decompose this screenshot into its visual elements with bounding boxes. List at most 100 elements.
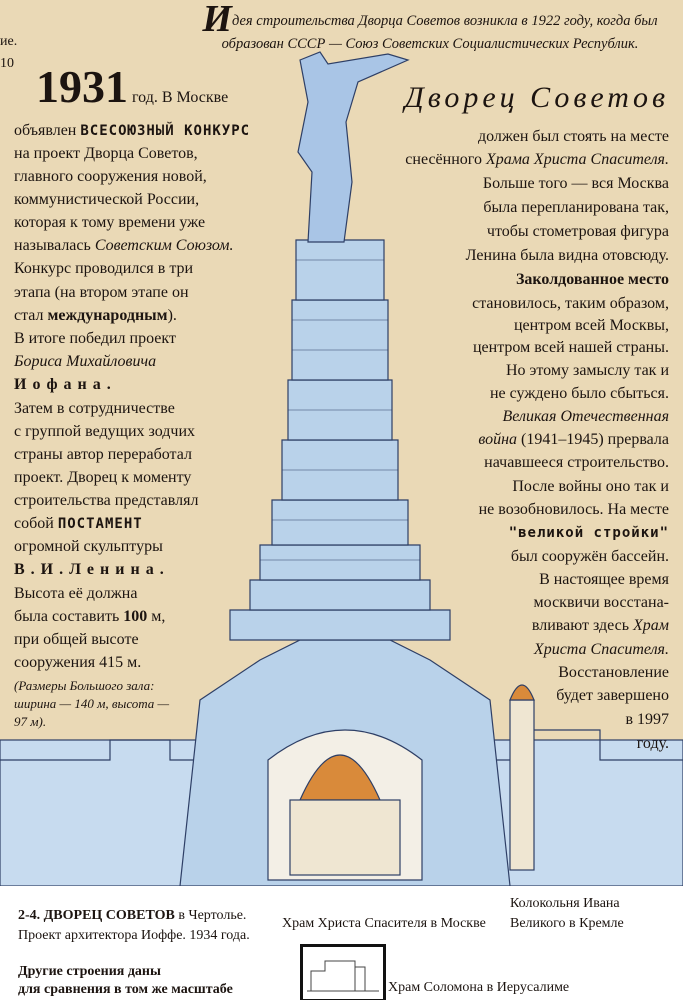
text-segment: чтобы стометровая фигура — [486, 223, 669, 240]
text-segment: "великой стройки" — [508, 525, 669, 541]
text-segment: называлась — [14, 237, 95, 254]
scale-note: Другие строения даны — [18, 964, 161, 979]
text-line: коммунистической России, — [14, 190, 199, 210]
text-segment: (Размеры Большого зала: — [14, 678, 155, 693]
text-line: объявлен ВСЕСОЮЗНЫЙ КОНКУРС — [14, 121, 250, 141]
tier — [271, 499, 409, 546]
text-line: будет завершено — [556, 686, 669, 706]
text-segment: В.И.Ленина. — [14, 561, 170, 578]
text-segment: После войны оно так и — [512, 478, 669, 495]
text-line: сооружения 415 м. — [14, 653, 141, 673]
text-line: начавшееся строительство. — [484, 453, 669, 473]
text-segment: стал — [14, 307, 48, 324]
intro-body: дея строительства Дворца Советов возникл… — [221, 13, 658, 52]
text-line: огромной скульптуры — [14, 537, 163, 557]
text-segment: Храма Христа Спасителя. — [485, 151, 669, 168]
solomon-temple-label: Храм Соломона в Иерусалиме — [388, 980, 570, 995]
text-line: строительства представлял — [14, 491, 198, 511]
text-line: была перепланирована так, — [483, 198, 669, 218]
tier — [229, 609, 451, 641]
text-segment: Затем в сотрудничестве — [14, 400, 175, 417]
text-line: ширина — 140 м, высота — — [14, 694, 169, 714]
text-segment: главного сооружения новой, — [14, 168, 207, 185]
text-segment: была перепланирована так, — [483, 199, 669, 216]
text-line: году. — [637, 734, 669, 754]
text-segment: ширина — 140 м, высота — — [14, 696, 170, 711]
figure-caption-line2: Проект архитектора Иоффе. 1934 года. — [18, 928, 250, 943]
text-segment: Ленина была видна отовсюду. — [465, 247, 669, 264]
text-segment: был сооружён бассейн. — [510, 548, 669, 565]
tier — [259, 544, 421, 581]
text-line: Ленина была видна отовсюду. — [466, 246, 669, 266]
text-line: Затем в сотрудничестве — [14, 399, 175, 419]
palace-of-soviets-illustration — [0, 51, 683, 886]
text-segment: строительства представлял — [14, 492, 199, 509]
figure-caption: в Чертолье. — [174, 908, 247, 923]
text-segment: проект. Дворец к моменту — [14, 469, 192, 486]
text-segment: Высота её должна — [14, 585, 138, 602]
text-line: "великой стройки" — [509, 523, 669, 543]
scale-note-line2: для сравнения в том же масштабе — [18, 982, 233, 997]
temple-label: Храм Христа Спасителя в Москве — [282, 916, 486, 931]
text-segment: ПОСТАМЕНТ — [57, 516, 143, 532]
text-line: центром всей нашей страны. — [473, 338, 669, 358]
text-line: москвичи восстана- — [534, 593, 669, 613]
edge-fragment: ие. — [0, 34, 18, 49]
lenin-statue — [297, 51, 410, 243]
text-line: Христа Спасителя. — [534, 640, 669, 660]
text-segment: объявлен — [14, 122, 81, 139]
text-segment: с группой ведущих зодчих — [14, 423, 196, 440]
solomon-temple-thumbnail — [300, 944, 386, 1000]
text-line: война (1941–1945) прервала — [478, 430, 669, 450]
text-line: Великая Отечественная — [502, 407, 669, 427]
text-segment: Иофана. — [14, 376, 117, 393]
text-segment: страны автор переработал — [14, 446, 192, 463]
text-segment: 100 — [123, 608, 148, 625]
text-line: на проект Дворца Советов, — [14, 144, 198, 164]
text-segment: будет завершено — [556, 687, 669, 704]
text-segment: на проект Дворца Советов, — [14, 145, 198, 162]
text-line: В настоящее время — [539, 570, 669, 590]
text-segment: 97 м). — [14, 714, 47, 729]
bell-tower — [509, 699, 535, 871]
text-line: чтобы стометровая фигура — [487, 222, 669, 242]
edge-fragment: 10 — [0, 56, 14, 71]
text-line: 97 м). — [14, 712, 46, 732]
text-line: собой ПОСТАМЕНТ — [14, 514, 143, 534]
text-segment: м, — [147, 608, 166, 625]
text-line: стал международным). — [14, 306, 177, 326]
text-segment: в 1997 — [625, 711, 669, 728]
text-segment: В итоге победил проект — [14, 330, 176, 347]
text-line: Бориса Михайловича — [14, 352, 156, 372]
text-line: Иофана. — [14, 375, 117, 395]
text-line: была составить 100 м, — [14, 607, 165, 627]
text-segment: становилось, таким образом, — [472, 295, 669, 312]
figure-number-title: 2-4. ДВОРЕЦ СОВЕТОВ — [18, 908, 175, 923]
text-segment: москвичи восстана- — [533, 594, 669, 611]
text-segment: огромной скульптуры — [14, 538, 163, 555]
text-segment: не суждено было сбыться. — [489, 385, 669, 402]
text-segment: центром всей Москвы, — [513, 317, 669, 334]
text-line: становилось, таким образом, — [472, 294, 669, 314]
text-line: После войны оно так и — [512, 477, 669, 497]
text-line: 1931 год. В Москве — [36, 62, 228, 123]
text-line: В итоге победил проект — [14, 329, 176, 349]
text-line: Больше того — вся Москва — [483, 174, 669, 194]
text-segment: собой — [14, 515, 58, 532]
text-segment: при общей высоте — [14, 631, 139, 648]
text-segment: которая к тому времени уже — [14, 214, 206, 231]
text-line: при общей высоте — [14, 630, 139, 650]
drop-cap: И — [202, 0, 232, 40]
text-line: Восстановление — [558, 663, 669, 683]
text-line: главного сооружения новой, — [14, 167, 207, 187]
text-segment: центром всей нашей страны. — [472, 339, 669, 356]
bell-tower-label-line2: Великого в Кремле — [510, 916, 624, 931]
text-segment: Восстановление — [558, 664, 669, 681]
text-segment: была составить — [14, 608, 124, 625]
text-segment: сооружения 415 м. — [14, 654, 142, 671]
text-line: Конкурс проводился в три — [14, 259, 193, 279]
text-segment: Великая Отечественная — [502, 408, 669, 425]
text-line: (Размеры Большого зала: — [14, 676, 154, 696]
text-line: которая к тому времени уже — [14, 213, 205, 233]
